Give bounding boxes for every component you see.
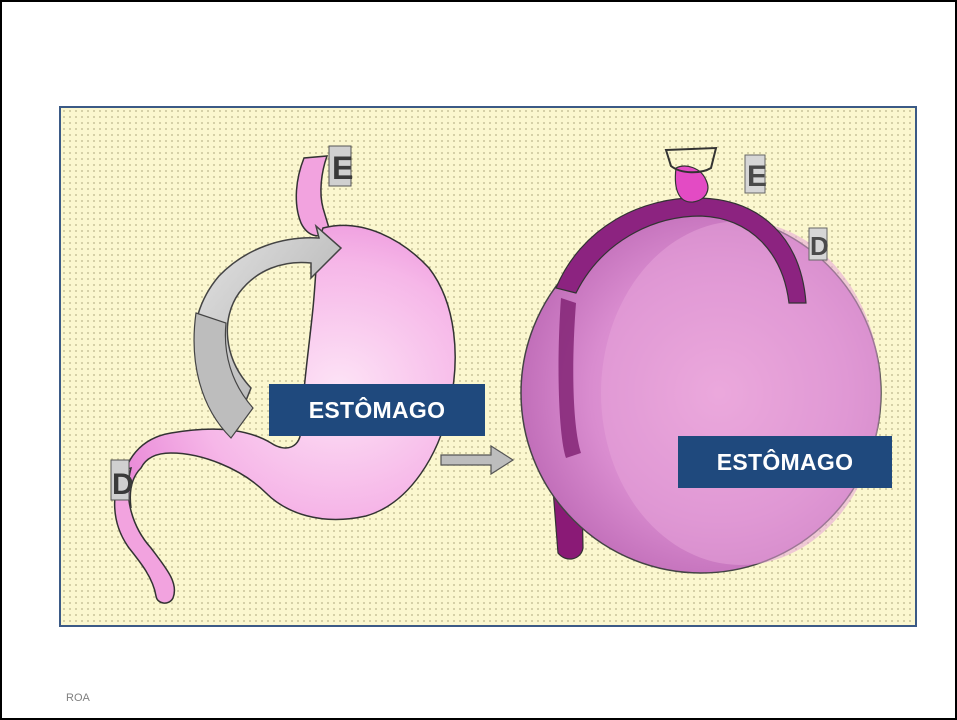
marker-d-right: D [810,231,829,261]
marker-d-left: D [112,468,134,501]
marker-e-right: E [747,160,767,193]
stomach-body-left [123,225,455,519]
esophagus-left [296,156,329,236]
stomach-lobe-right [601,221,881,565]
rotation-arrow-tail [194,313,253,438]
stomach-label-right: ESTÔMAGO [678,436,892,488]
diagram-drawing: E D E D [61,108,917,627]
stomach-diagram: E D E D ESTÔMAGO ES [59,106,917,627]
transition-arrow [441,446,513,474]
footer-text: ROA [66,692,90,704]
stomach-label-left: ESTÔMAGO [269,384,485,436]
marker-e-left: E [332,150,353,186]
